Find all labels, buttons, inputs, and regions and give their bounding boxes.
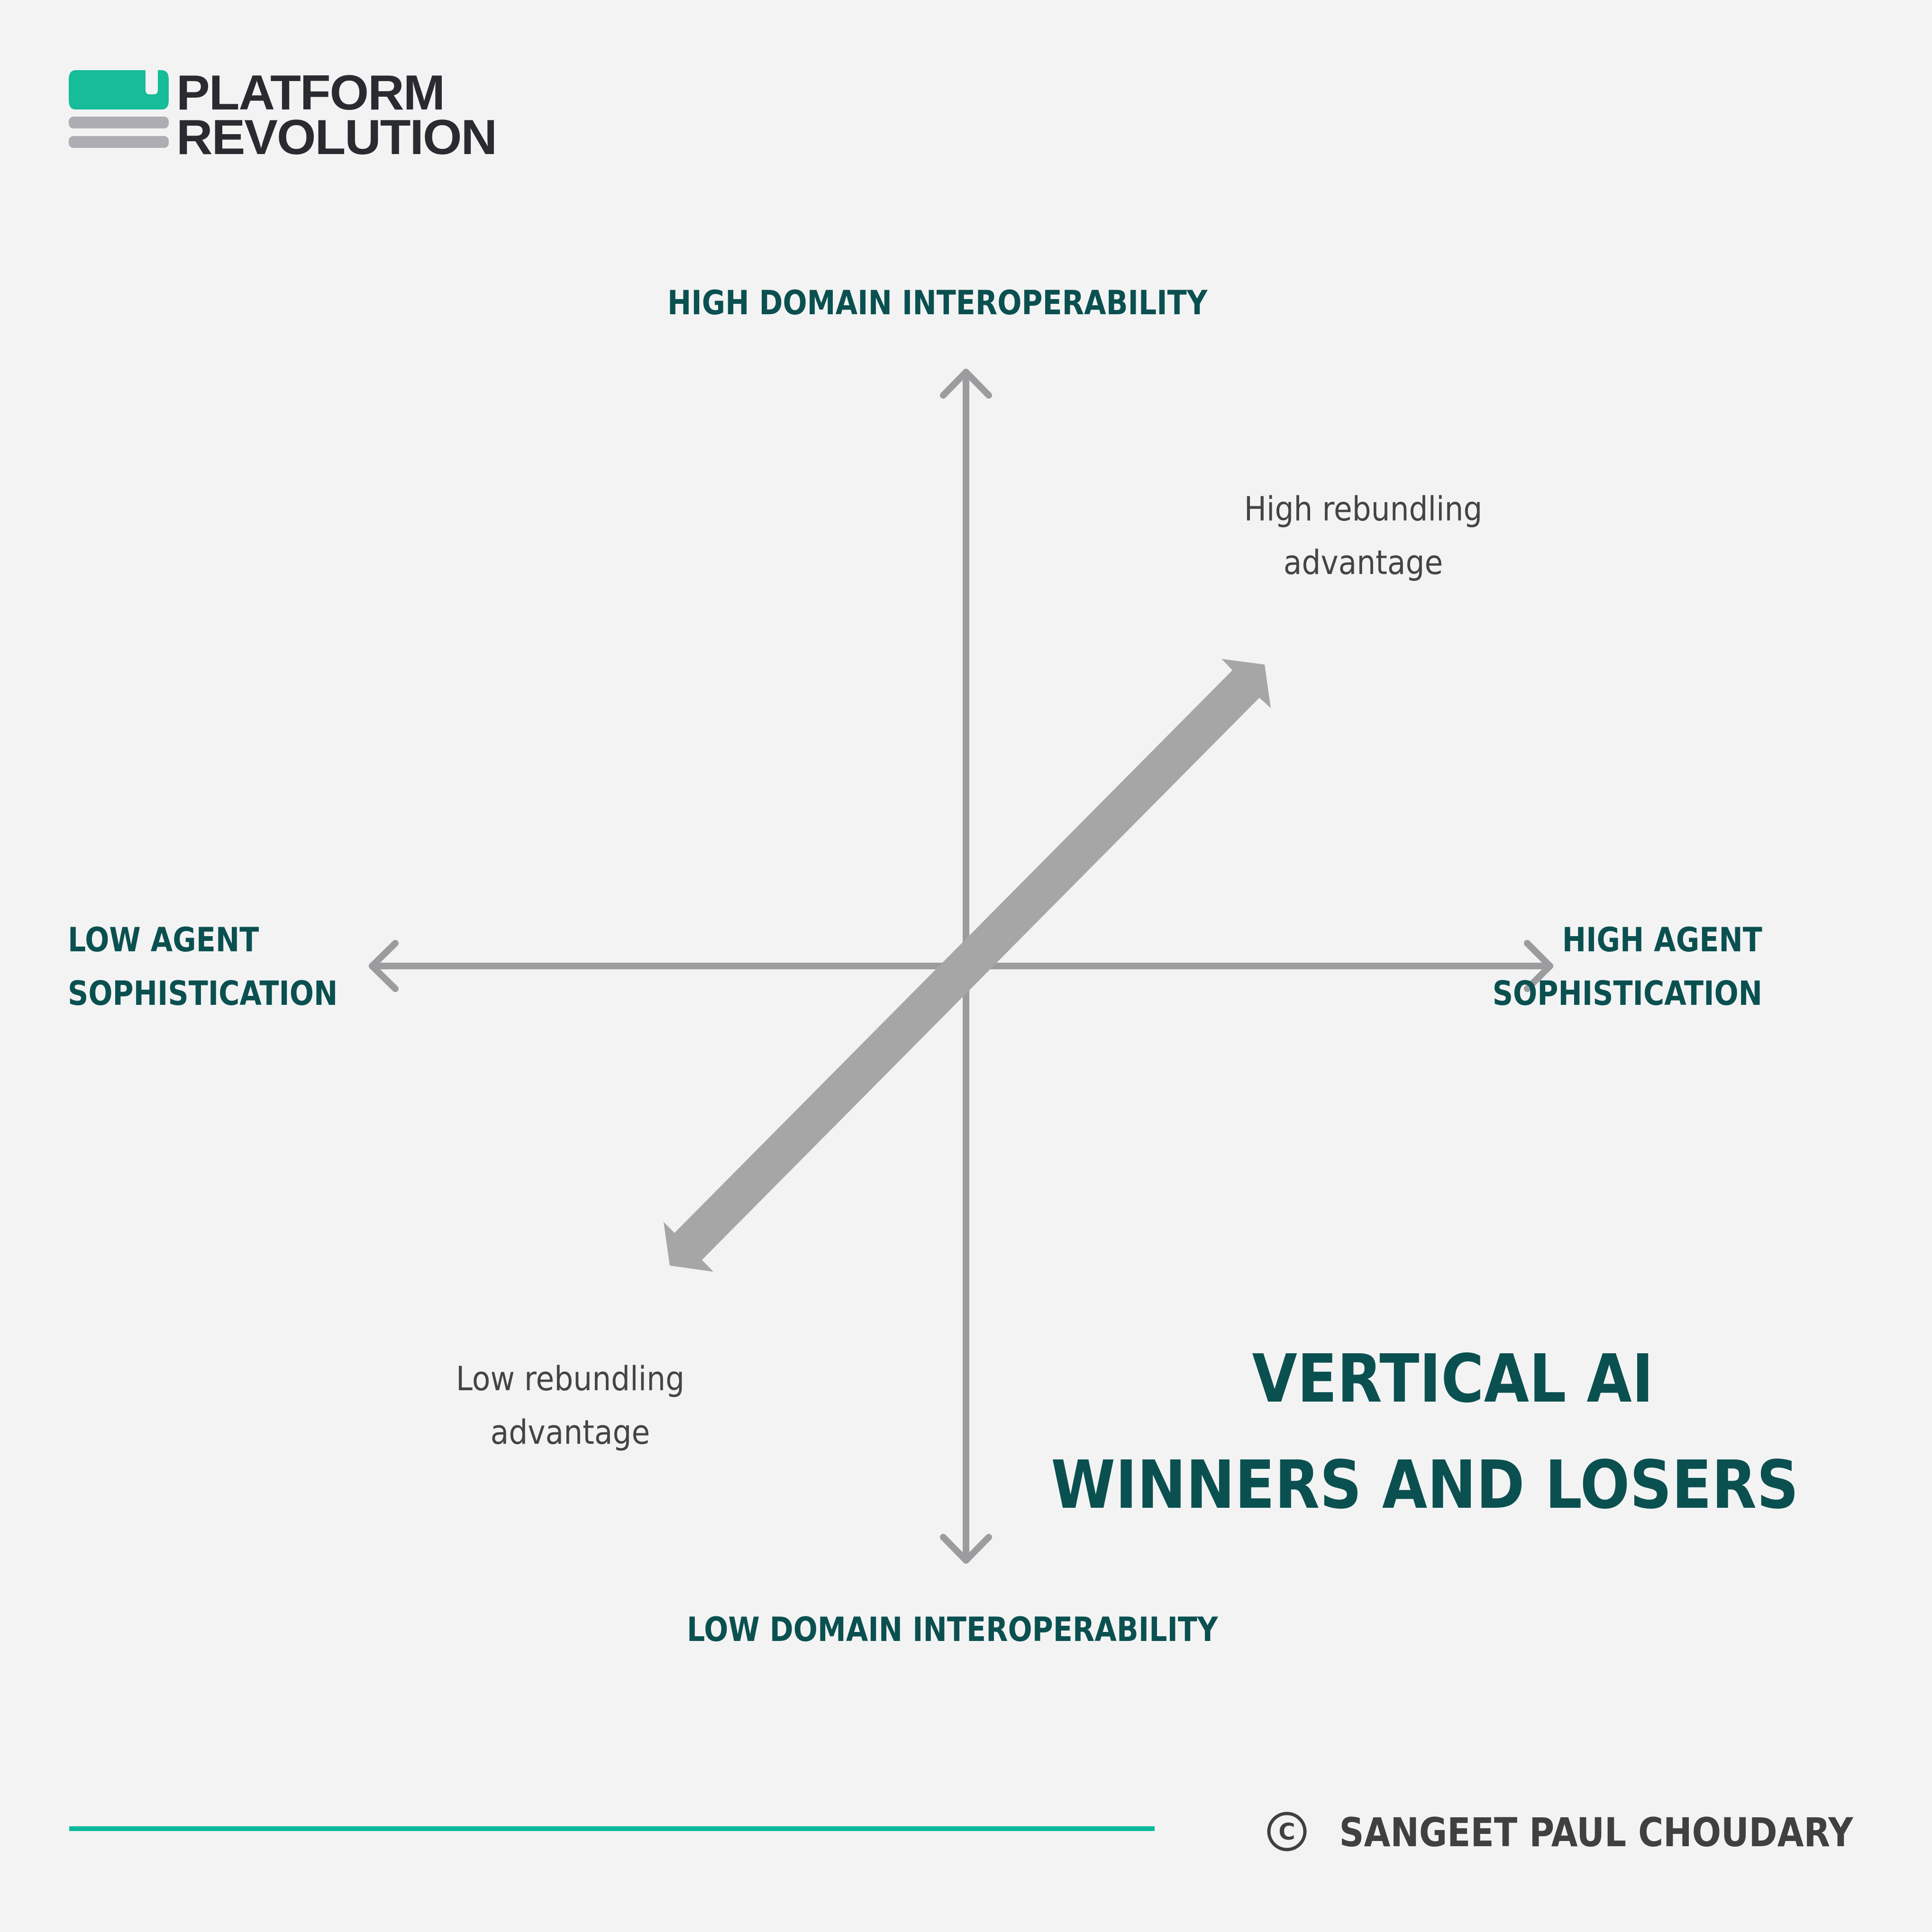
svg-text:C: C	[1278, 1819, 1295, 1845]
axis-label-left-line2: SOPHISTICATION	[68, 974, 338, 1013]
axis-label-top: HIGH DOMAIN INTEROPERABILITY	[667, 283, 1208, 322]
axis-label-right-line1: HIGH AGENT	[1562, 920, 1762, 959]
arrow-left-icon	[369, 940, 399, 992]
copyright-icon: C	[1267, 1812, 1307, 1851]
footer-author: SANGEET PAUL CHOUDARY	[1339, 1809, 1853, 1856]
logo-text-revolution: REVOLUTION	[176, 110, 497, 165]
footer-rule	[69, 1826, 1155, 1831]
title-line2: WINNERS AND LOSERS	[1051, 1447, 1799, 1524]
arrow-up-icon	[940, 369, 992, 399]
diagonal-double-arrow-icon	[664, 659, 1271, 1272]
annotation-low-line1: Low rebundling	[456, 1359, 685, 1398]
logo-mark-icon	[69, 70, 169, 148]
axis-label-right-line2: SOPHISTICATION	[1492, 974, 1762, 1013]
logo-text-platform: PLATFORM	[176, 65, 445, 120]
axis-label-left-line1: LOW AGENT	[68, 920, 259, 959]
annotation-high-line2: advantage	[1283, 543, 1443, 582]
arrow-down-icon	[940, 1534, 992, 1564]
axis-label-bottom: LOW DOMAIN INTEROPERABILITY	[687, 1610, 1218, 1649]
title-line1: VERTICAL AI	[1252, 1340, 1654, 1418]
arrow-right-icon	[1524, 940, 1553, 992]
annotation-low-line2: advantage	[490, 1413, 650, 1452]
annotation-high-line1: High rebundling	[1244, 490, 1483, 529]
